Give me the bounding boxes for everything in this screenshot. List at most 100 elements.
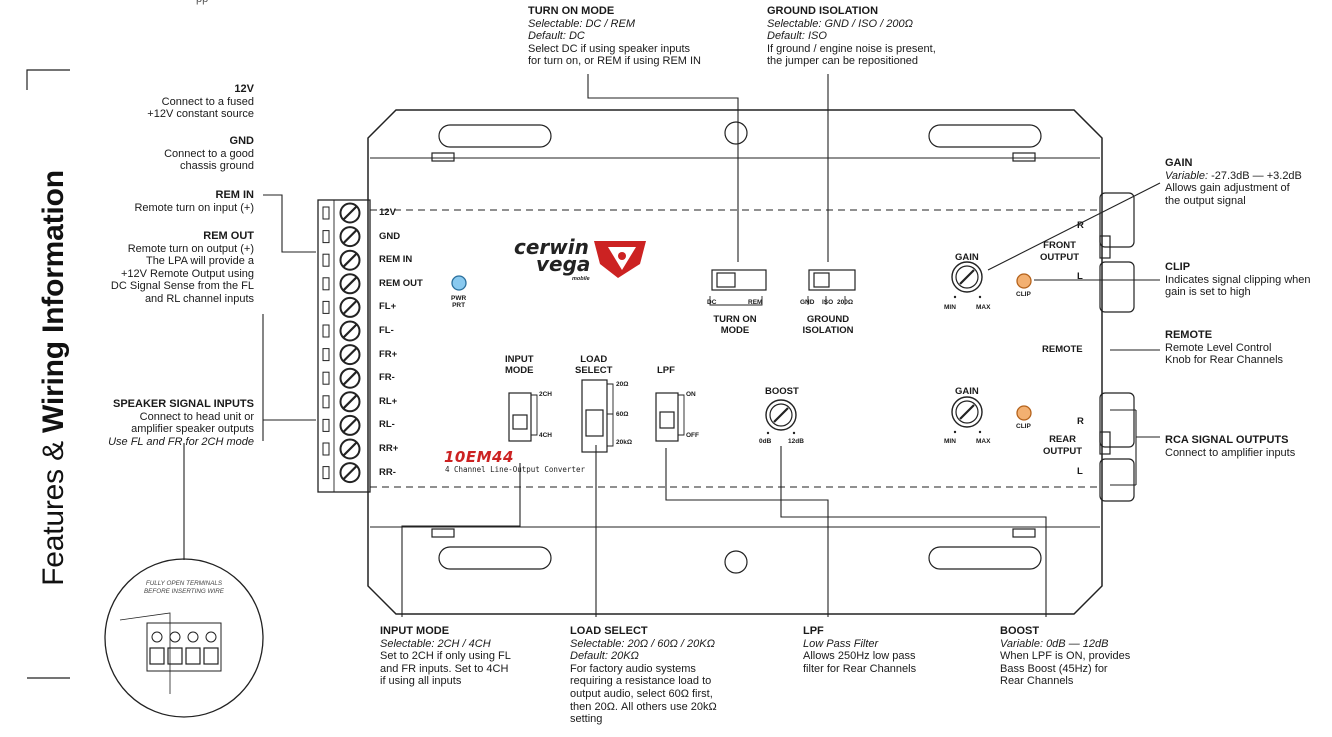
terminal-screw-icon[interactable] xyxy=(339,367,361,389)
terminal-wire-slot xyxy=(322,253,330,267)
20-ohm-position-label: 20Ω xyxy=(616,381,629,388)
terminal-label: RL+ xyxy=(379,395,398,407)
model-name: 10EM44 xyxy=(444,448,514,466)
terminal-label: RR- xyxy=(379,466,396,478)
screw-slot-icon xyxy=(342,346,358,363)
rear-gain-min-label: MIN xyxy=(944,438,956,445)
inset-screw-icon xyxy=(205,631,217,643)
20k-ohm-position-label: 20kΩ xyxy=(616,439,633,446)
terminal-label: FR- xyxy=(379,372,395,384)
terminal-wire-slot xyxy=(322,418,330,432)
front-gain-knob[interactable] xyxy=(952,262,982,292)
front-gain-max-label: MAX xyxy=(976,304,991,311)
terminal-label: FL+ xyxy=(379,301,397,313)
screw-slot-icon xyxy=(342,441,358,457)
front-rca-connector[interactable] xyxy=(1100,193,1134,312)
remote-port-label: REMOTE xyxy=(1042,344,1083,355)
rear-clip-label: CLIP xyxy=(1016,423,1031,430)
inset-screw-icon xyxy=(187,631,199,643)
terminal-wire-slot xyxy=(322,348,330,362)
callout-remote: REMOTE Remote Level Control Knob for Rea… xyxy=(1165,329,1284,367)
load-select-switch[interactable] xyxy=(582,380,607,452)
terminal-label: FL- xyxy=(379,325,394,336)
terminal-wire-slot xyxy=(322,206,330,220)
rear-right-label: R xyxy=(1077,416,1084,427)
callout-gain: GAIN Variable: -27.3dB — +3.2dB Allows g… xyxy=(1165,157,1302,207)
callout-ground-isolation: GROUND ISOLATION Selectable: GND / ISO /… xyxy=(767,5,936,68)
terminal-screw-icon[interactable] xyxy=(339,296,361,318)
terminal-label: REM IN xyxy=(379,254,413,266)
terminal-screw-icon[interactable] xyxy=(339,414,361,436)
rear-rca-connector[interactable] xyxy=(1100,393,1134,501)
screw-slot-icon xyxy=(342,276,358,292)
model-subtitle: 4 Channel Line-Output Converter xyxy=(445,465,585,474)
callout-lpf: LPF Low Pass Filter Allows 250Hz low pas… xyxy=(803,625,917,675)
terminal-screw-icon[interactable] xyxy=(339,249,361,271)
inset-terminal-screws xyxy=(151,631,217,643)
terminal-screw-icon[interactable] xyxy=(339,202,361,224)
front-clip-label: CLIP xyxy=(1016,291,1031,298)
front-right-label: R xyxy=(1077,220,1084,231)
callout-load-select: LOAD SELECT Selectable: 20Ω / 60Ω / 20KΩ… xyxy=(570,625,717,726)
terminal-wire-slot xyxy=(322,371,330,385)
callout-speaker-signal-inputs: SPEAKER SIGNAL INPUTS Connect to head un… xyxy=(108,398,254,448)
ground-isolation-switch[interactable] xyxy=(809,270,855,290)
terminal-label: GND xyxy=(379,230,401,242)
front-gain-min-label: MIN xyxy=(944,304,956,311)
terminal-screw-icon[interactable] xyxy=(339,320,361,342)
rear-gain-knob[interactable] xyxy=(952,397,982,427)
screw-slot-icon xyxy=(342,394,358,410)
screw-slot-icon xyxy=(342,205,358,221)
lpf-off-label: OFF xyxy=(686,432,699,439)
terminal-screw-icon[interactable] xyxy=(339,344,361,366)
terminal-screw-icon[interactable] xyxy=(339,391,361,413)
lpf-switch-label: LPF xyxy=(657,365,675,376)
screw-slot-icon xyxy=(342,252,358,268)
callout-rca-signal-outputs: RCA SIGNAL OUTPUTS Connect to amplifier … xyxy=(1165,434,1296,459)
rear-left-label: L xyxy=(1077,466,1083,477)
screw-slot-icon xyxy=(342,299,358,316)
terminal-wire-slot xyxy=(322,300,330,314)
gnd-position-label: GND xyxy=(800,299,815,306)
input-mode-switch[interactable] xyxy=(509,393,531,441)
terminal-screw-icon[interactable] xyxy=(339,226,361,248)
screw-slot-icon xyxy=(342,464,358,481)
terminal-label: FR+ xyxy=(379,348,398,360)
front-left-label: L xyxy=(1077,271,1083,282)
callout-rem-out: REM OUT Remote turn on output (+) The LP… xyxy=(110,230,254,305)
callout-clip: CLIP Indicates signal clipping when gain… xyxy=(1165,261,1311,299)
callout-input-mode: INPUT MODE Selectable: 2CH / 4CH Set to … xyxy=(380,625,511,688)
terminal-wire-slot xyxy=(322,230,330,244)
4ch-position-label: 4CH xyxy=(539,432,553,439)
terminal-label: RR+ xyxy=(379,443,399,454)
callout-12v: 12V Connect to a fused+12V constant sour… xyxy=(147,83,254,121)
callout-turn-on-mode: TURN ON MODE Selectable: DC / REM Defaul… xyxy=(528,5,701,68)
boost-knob[interactable] xyxy=(766,400,796,430)
rem-position-label: REM xyxy=(748,299,763,306)
lpf-switch[interactable] xyxy=(656,393,678,441)
60-ohm-position-label: 60Ω xyxy=(616,411,629,418)
terminal-screw-icon[interactable] xyxy=(339,462,361,484)
rear-gain-max-label: MAX xyxy=(976,438,991,445)
brand-sub: mobile xyxy=(572,276,590,282)
terminal-wire-slot xyxy=(322,324,330,338)
screw-slot-icon xyxy=(342,228,358,245)
turn-on-mode-switch[interactable] xyxy=(712,270,766,290)
terminal-screw-icon[interactable] xyxy=(339,273,361,295)
callout-boost: BOOST Variable: 0dB — 12dB When LPF is O… xyxy=(1000,625,1131,688)
callout-rem-in: REM IN Remote turn on input (+) xyxy=(134,189,254,214)
dc-position-label: DC xyxy=(707,299,717,306)
terminal-screw-icon[interactable] xyxy=(339,438,361,460)
front-clip-led-icon xyxy=(1016,273,1032,289)
terminal-wire-slot xyxy=(322,395,330,409)
inset-screw-icon xyxy=(151,631,163,643)
